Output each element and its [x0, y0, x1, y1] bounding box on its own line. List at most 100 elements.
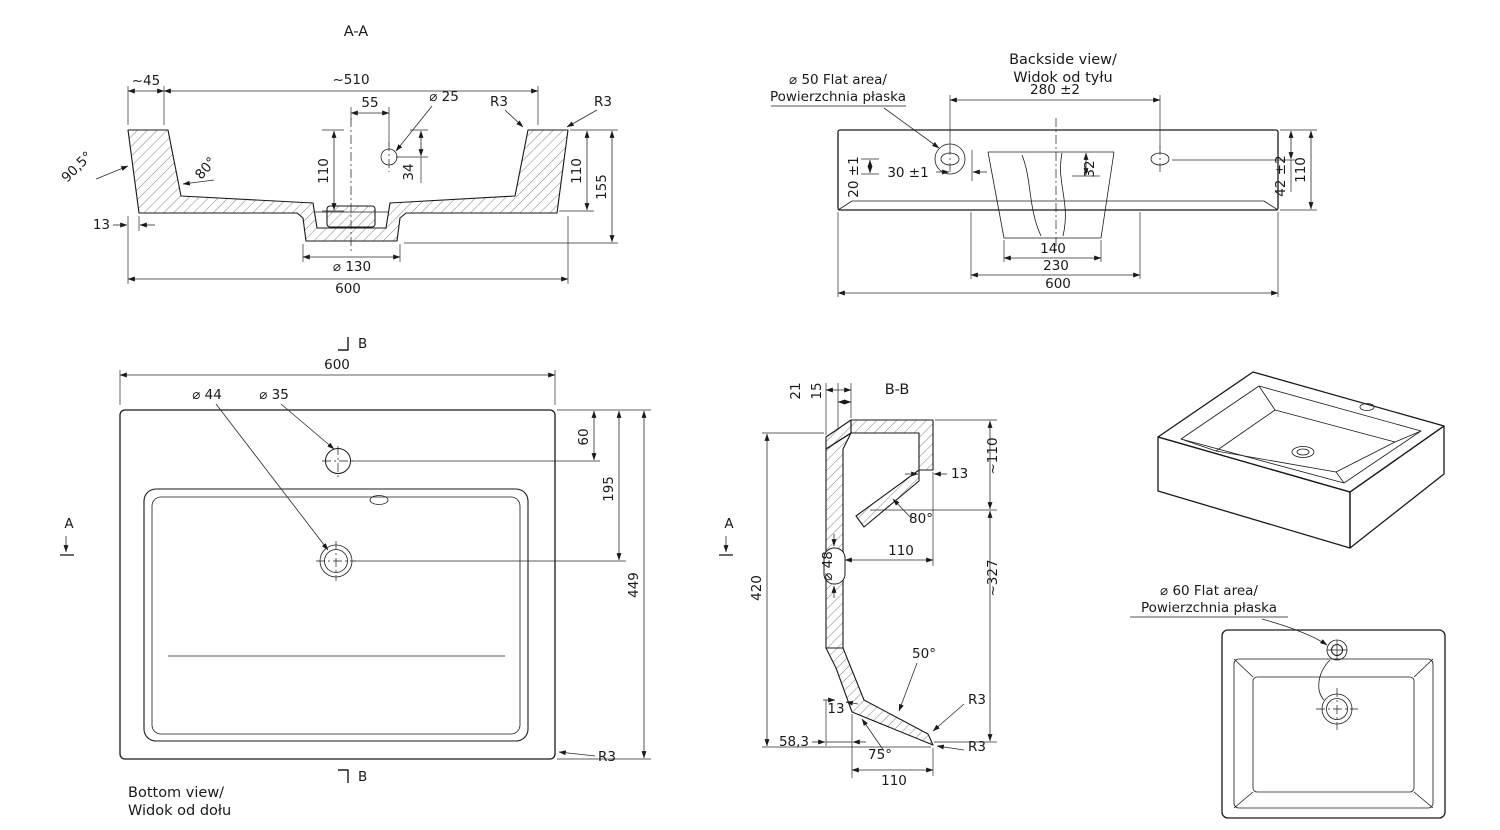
dim-label: 110	[888, 543, 914, 559]
dim-label: 600	[1045, 276, 1071, 292]
callout-angle-80: 80°	[892, 498, 933, 527]
dim-label: 50°	[912, 646, 936, 662]
iso-drain	[1291, 446, 1315, 458]
dim-label: 80°	[192, 154, 220, 183]
iso-corner-3	[1394, 430, 1422, 443]
section-mark-b-top: B	[338, 336, 367, 352]
dim-label: 110	[316, 158, 332, 184]
dim-label: 55	[361, 95, 378, 111]
iso-corner-4	[1335, 471, 1345, 484]
detail-corner-3	[1233, 791, 1254, 809]
dim-hole-offset-30: 30 ±1	[887, 150, 987, 181]
backside-bottom-chamfer-left	[837, 200, 853, 211]
dim-label: ⌀ 35	[259, 387, 289, 403]
dim-label: 75°	[868, 747, 892, 763]
dim-label: ~327	[985, 559, 1001, 596]
dim-width-600: 600	[127, 216, 569, 297]
dim-label: 30 ±1	[887, 165, 928, 181]
detail-rim	[1233, 658, 1434, 809]
detail-corner-1	[1233, 658, 1254, 678]
dim-label: ~110	[985, 437, 1001, 474]
callout-r3-outer: R3	[566, 94, 612, 128]
dim-label: 80°	[909, 511, 933, 527]
callout-angle-75: 75°	[861, 718, 892, 763]
dim-label: ⌀ 44	[192, 387, 222, 403]
dim-label: 280 ±2	[1030, 82, 1080, 98]
basin-footprint-inner	[151, 496, 521, 735]
dim-label: 449	[626, 572, 642, 598]
dim-height-110-right: 110	[559, 129, 594, 212]
section-mark-b-bottom: B	[338, 769, 367, 785]
dim-label: R3	[490, 94, 508, 110]
dim-label: ⌀ 25	[429, 89, 459, 105]
view-section-bb: B-B 21 15 13 ~110 80°	[719, 382, 1001, 789]
dim-width-600: 600	[119, 357, 556, 405]
dim-label: ~45	[132, 73, 161, 89]
iso-top-face	[1157, 371, 1445, 493]
backside-title-en: Backside view/	[1009, 52, 1117, 68]
dim-label: 600	[324, 357, 350, 373]
backside-bottom-chamfer-right	[1263, 200, 1279, 211]
dim-drain-y-195: 195	[354, 409, 626, 562]
basin-footprint-outer	[143, 488, 529, 742]
dim-label: ⌀ 130	[333, 259, 371, 275]
dim-label: 155	[594, 174, 610, 200]
section-label: B	[358, 336, 367, 352]
dim-label: 195	[601, 476, 617, 502]
section-aa-cut-profile	[127, 129, 569, 242]
iso-front-face	[1157, 436, 1351, 549]
dim-58: 58,3	[779, 700, 866, 778]
backside-body	[837, 129, 1279, 211]
dim-basin-110: 110	[844, 472, 934, 566]
callout-r3-inner: R3	[490, 94, 524, 128]
section-aa-title: A-A	[344, 24, 369, 40]
dim-label: 110	[1293, 157, 1309, 183]
section-label: A	[724, 516, 734, 532]
bb-apron	[825, 647, 934, 746]
dim-wall-13-top: 13	[905, 466, 968, 482]
callout-flat-area-50: ⌀ 50 Flat area/ Powierzchnia płaska	[770, 72, 940, 149]
detail-drain-inner	[1326, 698, 1348, 720]
dim-length-420: 420	[749, 432, 931, 748]
dim-top-left-45: ~45	[127, 73, 165, 125]
section-bb-title: B-B	[885, 382, 910, 398]
callout-angle-80: 80°	[182, 154, 220, 186]
section-mark-a-bb: A	[719, 516, 734, 556]
dim-hole-offset-55: 55	[350, 95, 390, 146]
dim-label: 58,3	[779, 734, 809, 750]
dim-label: 13	[827, 701, 844, 717]
flat-area-label-pl: Powierzchnia płaska	[770, 89, 906, 105]
bottom-title-en: Bottom view/	[128, 785, 224, 801]
dim-21: 21	[788, 382, 852, 435]
detail-corner-2	[1413, 658, 1434, 678]
dim-label: 42 ±2	[1273, 155, 1289, 196]
callout-r3-lower: R3	[936, 739, 986, 755]
dim-deck-110: ~110	[870, 419, 1001, 511]
flat-area60-label-en: ⌀ 60 Flat area/	[1160, 583, 1258, 599]
drain-housing	[987, 151, 1115, 239]
dim-label: R3	[598, 749, 616, 765]
bb-basin-wall	[855, 469, 920, 528]
dim-hole-depth-34: 34	[396, 129, 428, 183]
iso-faucet-hole	[1359, 403, 1375, 411]
callout-hole-dia-25: ⌀ 25	[395, 89, 459, 152]
dim-depth-110-inner: 110	[316, 129, 344, 212]
iso-rim-inner	[1180, 385, 1422, 484]
dim-height-110: 110	[1280, 129, 1317, 211]
callout-drain-dia-44: ⌀ 44	[192, 387, 329, 551]
flat-area60-label-pl: Powierzchnia płaska	[1141, 600, 1277, 616]
dim-label: ~510	[332, 72, 369, 88]
dim-hole-offset-20: 20 ±1	[846, 156, 879, 198]
dim-recess-140: 140	[1003, 240, 1102, 262]
bb-deck	[850, 419, 934, 471]
dim-height-155: 155	[404, 129, 618, 244]
dim-label: 20 ±1	[846, 156, 862, 197]
dim-13-bottom: 13	[823, 697, 859, 717]
callout-drain-48: ⌀ 48	[820, 534, 837, 598]
dim-label: 230	[1043, 258, 1069, 274]
callout-hole-dia-35: ⌀ 35	[259, 387, 335, 450]
dim-recess-32: 32	[1072, 152, 1100, 178]
view-backside: Backside view/ Widok od tyłu ⌀ 50 Flat a…	[770, 52, 1317, 297]
dim-label: 110	[881, 773, 907, 789]
